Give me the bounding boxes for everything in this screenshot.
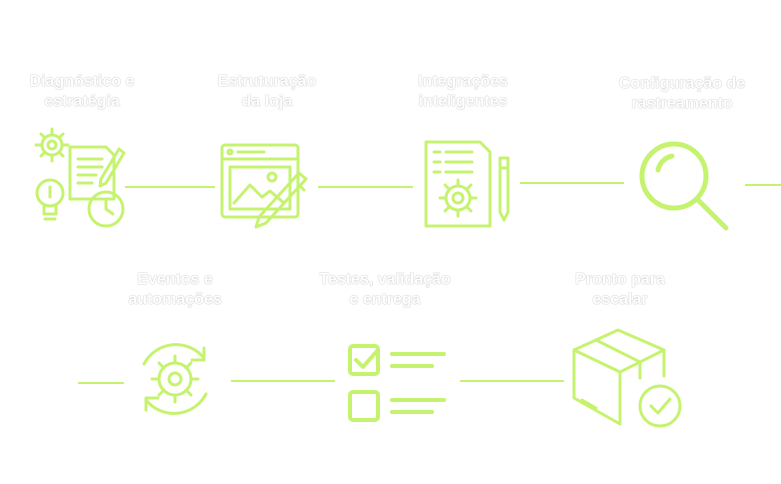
strategy-icon	[32, 125, 128, 231]
package-check-icon	[568, 326, 688, 430]
step-5-label: Eventos e automações	[128, 271, 222, 308]
connector-2-3	[318, 186, 413, 188]
connector-4-out	[745, 184, 781, 186]
gear-cycle-icon	[132, 336, 218, 422]
connector-5-6	[231, 380, 335, 382]
connector-1-2	[125, 186, 215, 188]
connector-in-5	[78, 382, 124, 384]
step-3-label: Integrações inteligentes	[418, 73, 508, 110]
magnifier-icon	[638, 140, 734, 234]
step-6-label: Testes, validação e entrega	[319, 271, 451, 308]
step-4-label: Configuração de rastreamento	[618, 75, 746, 112]
step-1-label: Diagnóstico e estratégia	[29, 73, 135, 110]
connector-3-4	[520, 182, 624, 184]
checklist-icon	[346, 342, 450, 426]
web-design-icon	[220, 143, 312, 231]
document-settings-icon	[422, 140, 512, 230]
connector-6-7	[460, 380, 564, 382]
step-7-label: Pronto para escalar	[575, 271, 665, 308]
step-2-label: Estruturação da loja	[217, 73, 317, 110]
